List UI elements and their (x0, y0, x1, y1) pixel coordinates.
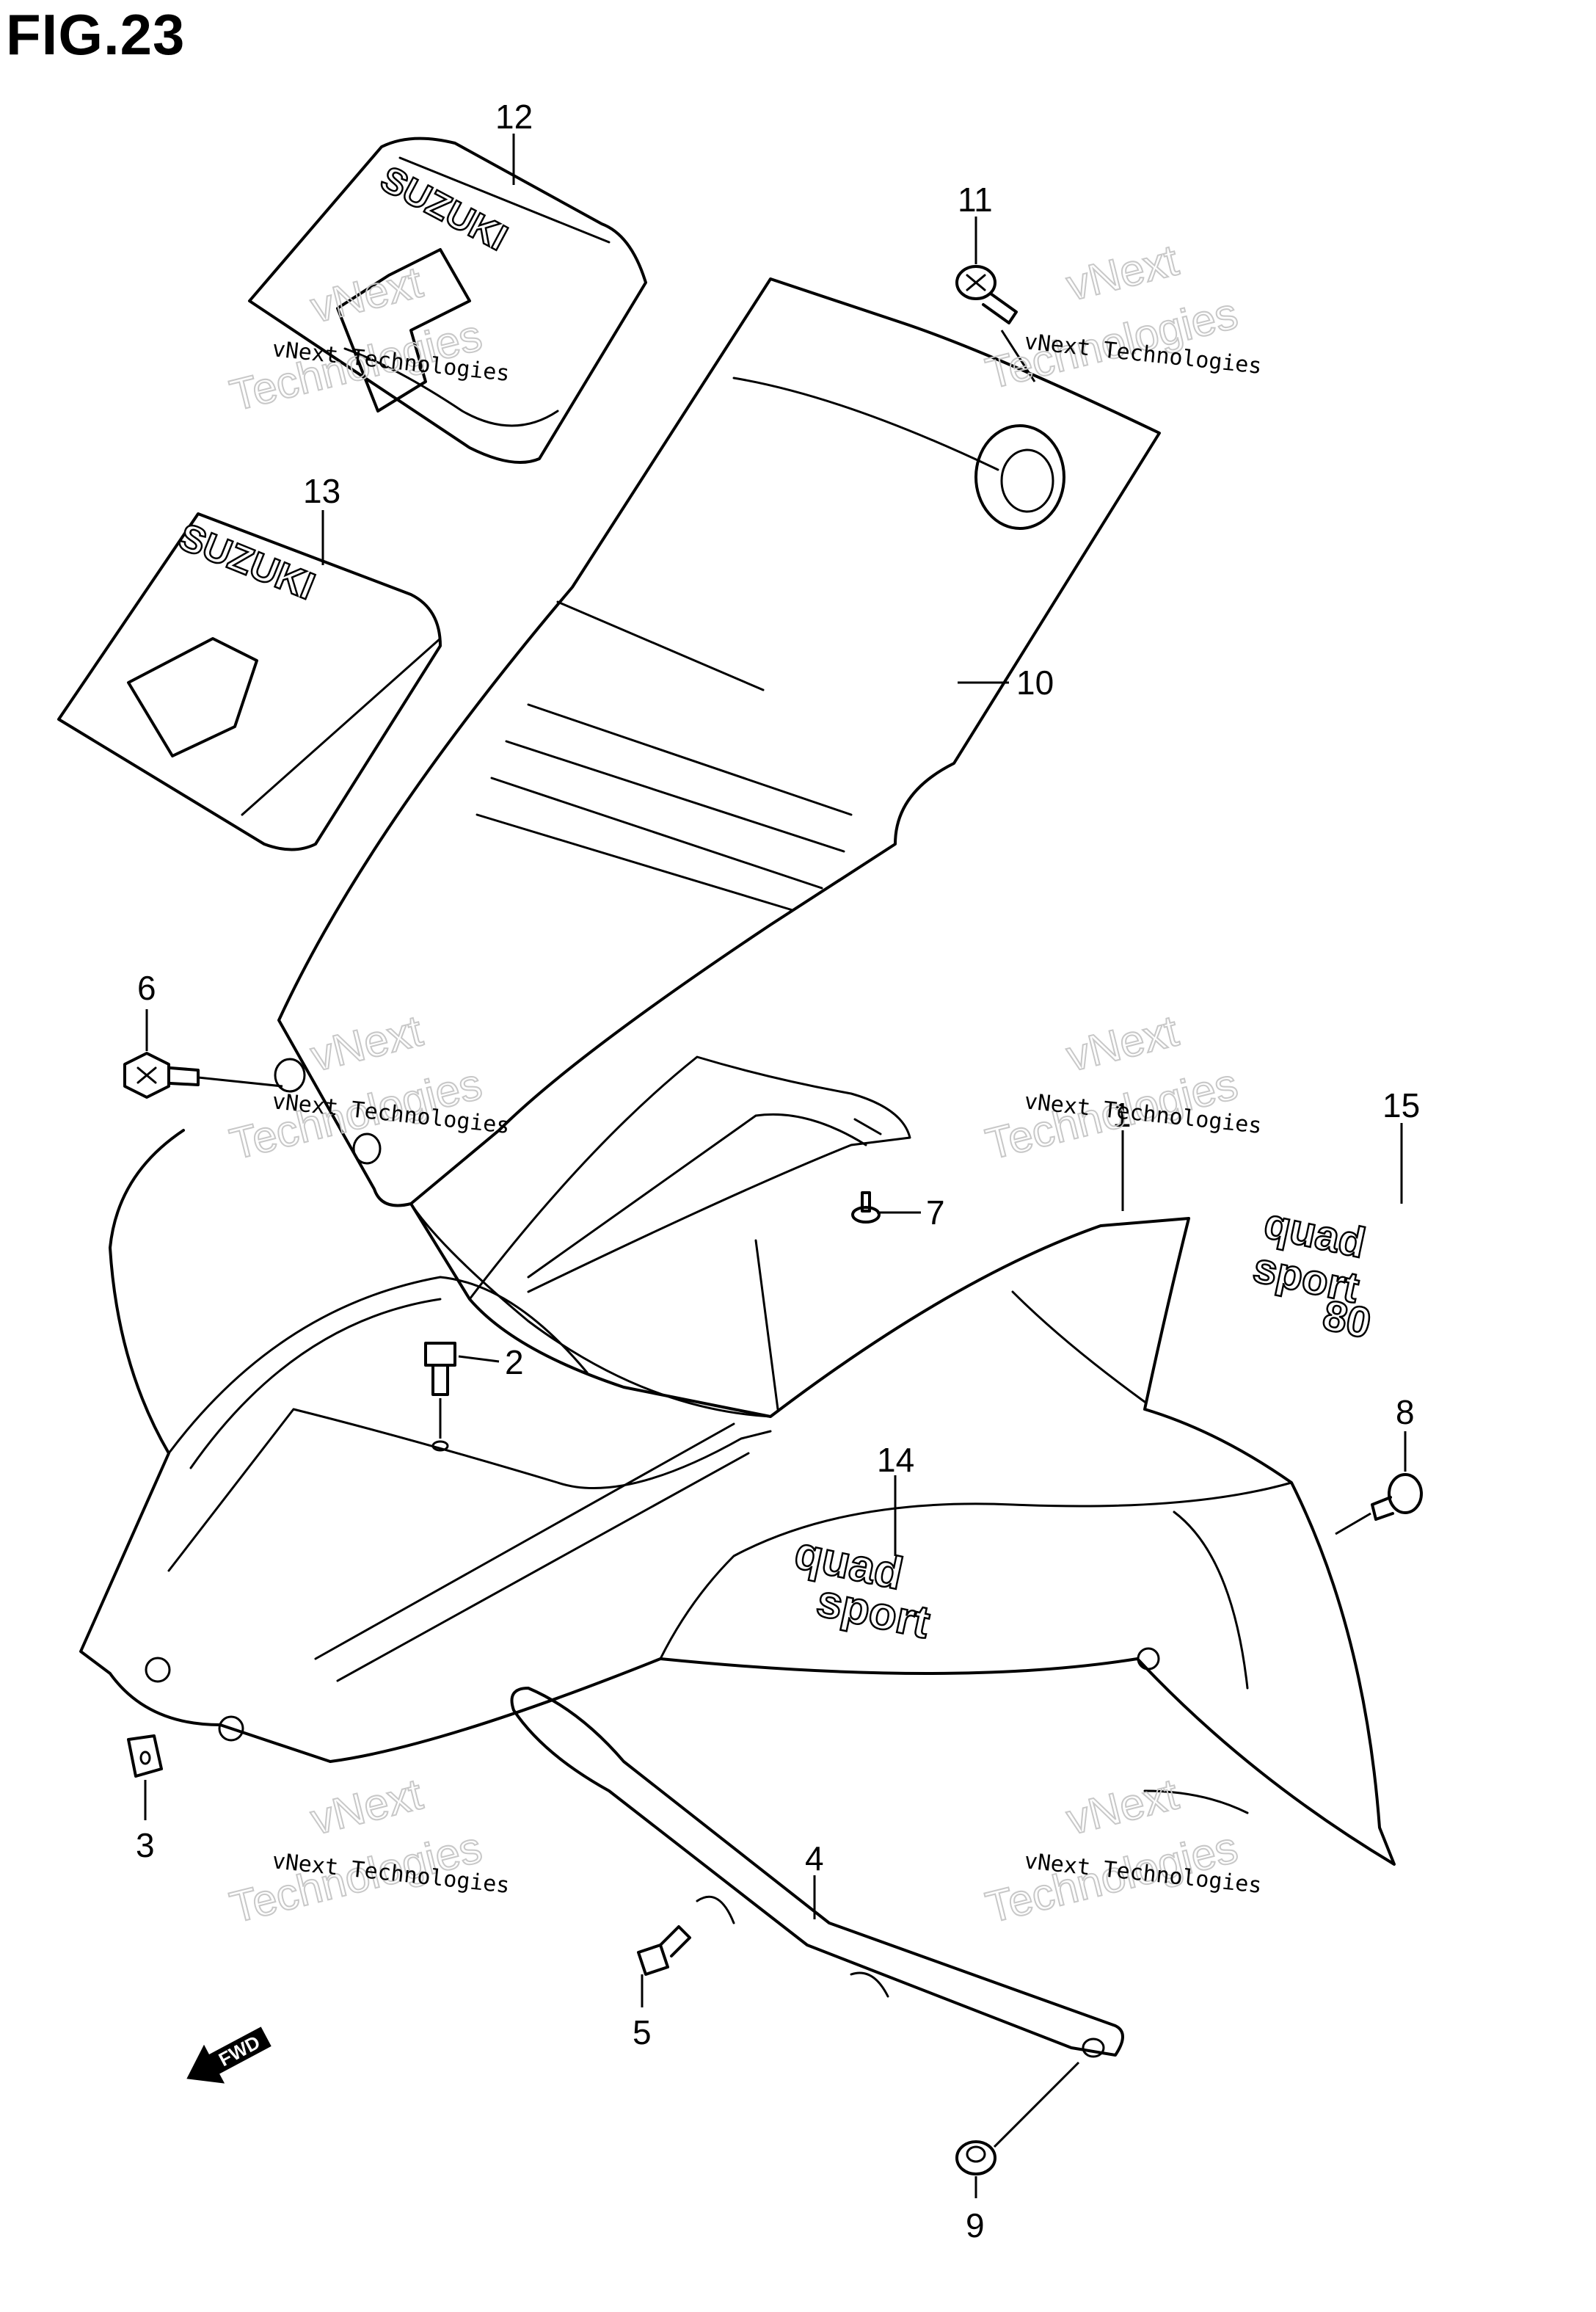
part-2-bolt (424, 1342, 456, 1452)
svg-text:vNext: vNext (1062, 1006, 1183, 1080)
callout-4: 4 (805, 1839, 824, 1877)
callout-13: 13 (303, 472, 340, 510)
part-5-bolt (637, 1925, 691, 1976)
decal-13-brand-text: SUZUKI (173, 515, 321, 608)
svg-text:vNext: vNext (306, 1769, 427, 1844)
callout-6: 6 (137, 969, 156, 1007)
callout-10: 10 (1016, 664, 1054, 702)
part-1-front-fender (79, 1055, 1396, 1866)
part-14-decal: quad sport (790, 1527, 935, 1649)
part-3-clip (127, 1734, 163, 1778)
decal-12-brand-text: SUZUKI (374, 158, 514, 258)
part-4-brace (510, 1687, 1124, 2058)
callout-9: 9 (966, 2206, 985, 2244)
callout-12: 12 (495, 98, 533, 136)
part-8-bolt (1371, 1473, 1423, 1521)
part-11-screw (955, 265, 1018, 324)
watermark-bottom-right: vNext Technologies vNext Technologies (980, 1768, 1263, 1933)
part-10-front-cover (274, 277, 1161, 1207)
callout-labels: 12 13 11 10 6 7 2 1 15 14 8 3 4 5 9 (136, 98, 1420, 2244)
callout-5: 5 (633, 2013, 652, 2051)
svg-text:vNext: vNext (1062, 235, 1183, 310)
watermark-mid-left: vNext Technologies vNext Technologies (225, 1005, 511, 1169)
callout-7: 7 (926, 1193, 945, 1232)
svg-text:vNext: vNext (1062, 1769, 1183, 1844)
svg-text:vNext: vNext (306, 1006, 427, 1080)
callout-15: 15 (1382, 1086, 1420, 1124)
watermark-bottom-left: vNext Technologies vNext Technologies (225, 1768, 511, 1933)
part-13-decal: SUZUKI (57, 512, 442, 851)
callout-1: 1 (1112, 1096, 1132, 1134)
figure-title: FIG.23 (6, 2, 186, 67)
leader-lines (144, 134, 1407, 2198)
watermark-top-left: vNext Technologies vNext Technologies (225, 256, 511, 421)
watermark-top-right: vNext Technologies vNext Technologies (980, 234, 1263, 399)
svg-text:vNext: vNext (306, 257, 427, 332)
part-6-screw (123, 1052, 200, 1099)
callout-2: 2 (505, 1343, 524, 1381)
part-9-nut (955, 2140, 996, 2175)
part-15-decal: quad sport 80 (1248, 1199, 1376, 1348)
part-12-decal: SUZUKI (248, 137, 647, 464)
callout-11: 11 (958, 181, 993, 219)
watermarks: vNext Technologies vNext Technologies vN… (225, 234, 1263, 1933)
part-7-screw (851, 1191, 881, 1224)
fwd-label: FWD (215, 2031, 263, 2071)
decal-14-line2: sport (812, 1575, 934, 1648)
decal-15-line3: 80 (1319, 1291, 1375, 1348)
callout-14: 14 (877, 1441, 914, 1479)
fwd-direction-arrow: FWD (186, 2026, 272, 2084)
callout-3: 3 (136, 1826, 155, 1864)
callout-8: 8 (1396, 1393, 1415, 1431)
